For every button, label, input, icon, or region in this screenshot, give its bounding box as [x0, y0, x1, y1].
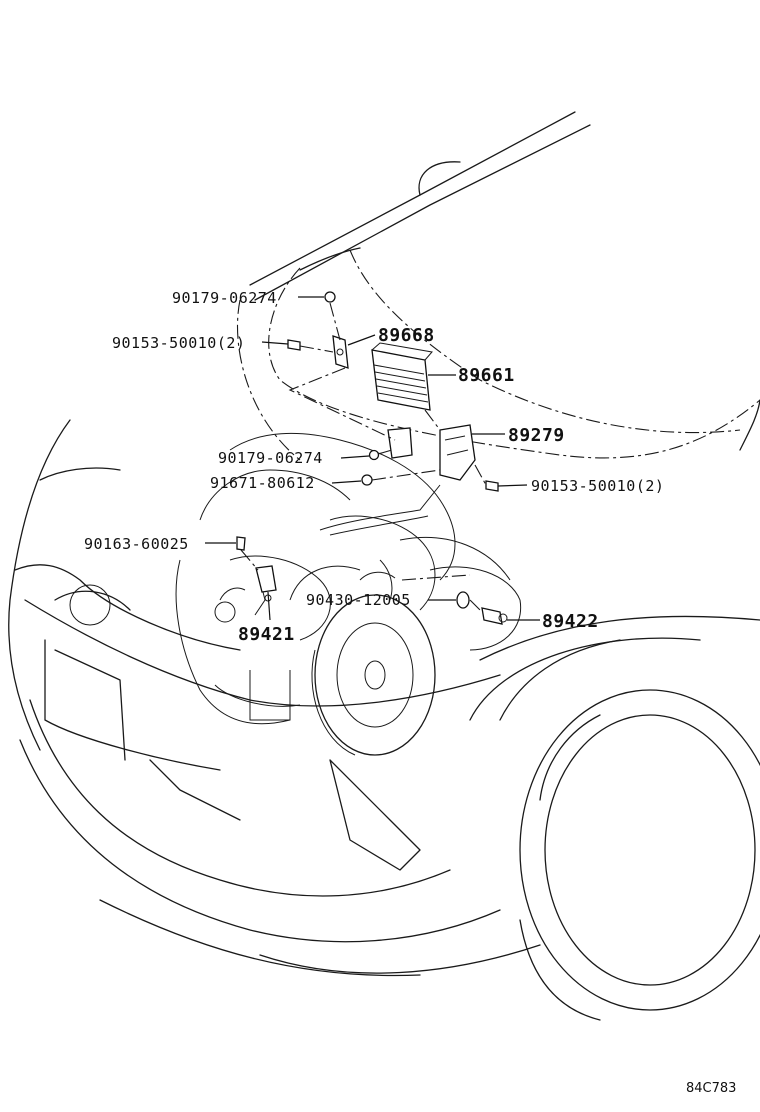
callout-89668: 89668 — [378, 325, 435, 346]
callout-91671-80612: 91671-80612 — [210, 474, 315, 492]
assembly-lines — [240, 302, 487, 613]
ecu-module — [371, 342, 433, 411]
diagram-reference-code: 84C783 — [686, 1081, 736, 1096]
sensor-bracket — [387, 424, 476, 481]
callout-90430-12005: 90430-12005 — [306, 591, 411, 609]
engine-assembly — [175, 433, 522, 756]
callout-90153-50010-lower: 90153-50010(2) — [531, 477, 664, 495]
speed-sensor-89422 — [481, 607, 508, 625]
speed-sensor-89421 — [255, 565, 277, 602]
callout-89421: 89421 — [238, 624, 295, 645]
callout-89422: 89422 — [542, 611, 599, 632]
callout-90179-06274-upper: 90179-06274 — [172, 289, 277, 307]
callout-89279: 89279 — [508, 425, 565, 446]
callout-90153-50010-upper: 90153-50010(2) — [112, 334, 245, 352]
callout-labels: 90179-06274 90153-50010(2) 89668 89661 8… — [84, 289, 664, 645]
fasteners — [236, 291, 499, 609]
callout-90179-06274-lower: 90179-06274 — [218, 449, 323, 467]
leader-lines — [205, 296, 540, 621]
callout-90163-60025: 90163-60025 — [84, 535, 189, 553]
callout-89661: 89661 — [458, 365, 515, 386]
ecu-bracket-small — [332, 335, 349, 369]
car-body-outline — [8, 111, 760, 1021]
